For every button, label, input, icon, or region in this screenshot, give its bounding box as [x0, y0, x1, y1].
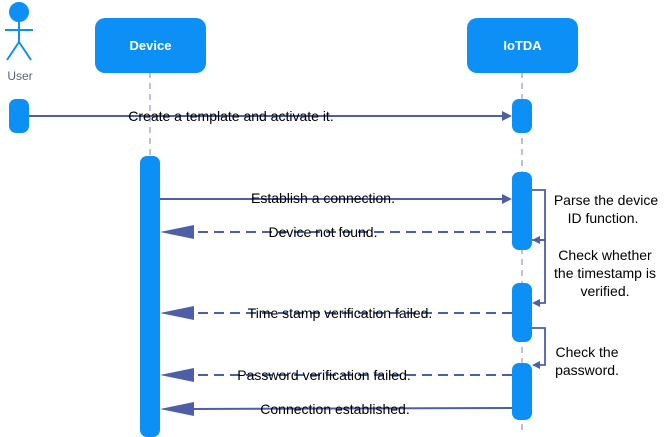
- device-actor-label: Device: [130, 38, 172, 53]
- message-label-establish-connection: Establish a connection.: [251, 190, 395, 206]
- self-check-loop-3: [532, 327, 546, 366]
- iotda-activation-bar-3: [512, 283, 532, 342]
- arrowhead-left-icon: [532, 299, 540, 307]
- user-activation-bar: [9, 99, 29, 133]
- device-actor-box: [95, 18, 206, 73]
- message-label-timestamp-failed: Time stamp verification failed.: [248, 305, 433, 321]
- message-label-device-not-found: Device not found.: [269, 224, 378, 240]
- self-check-note-2-line-3: verified.: [580, 283, 629, 299]
- self-check-loop-2: [532, 239, 546, 304]
- self-check-note-3-line-1: Check the: [555, 344, 618, 360]
- iotda-activation-bar-4: [512, 363, 532, 420]
- message-arrow-connection-established: [191, 407, 513, 410]
- iotda-actor-box: [467, 18, 578, 73]
- arrowhead-left-icon: [160, 225, 194, 239]
- self-check-note-2-line-2: the timestamp is: [554, 265, 656, 281]
- iotda-actor-label: IoTDA: [503, 38, 542, 53]
- message-label-create-template: Create a template and activate it.: [128, 108, 333, 124]
- message-label-connection-established: Connection established.: [260, 401, 409, 417]
- self-check-note-2-line-1: Check whether: [558, 247, 652, 263]
- user-actor-icon: [5, 2, 33, 61]
- self-check-loop-1: [532, 189, 546, 241]
- message-label-password-failed: Password verification failed.: [237, 367, 411, 383]
- arrowhead-right-icon: [502, 111, 512, 121]
- self-check-note-1-line-2: ID function.: [568, 210, 639, 226]
- arrowhead-right-icon: [502, 194, 512, 204]
- arrowhead-left-icon: [160, 368, 194, 382]
- arrowhead-left-icon: [532, 361, 540, 369]
- arrowhead-left-icon: [160, 306, 194, 320]
- arrowhead-left-icon: [160, 402, 194, 416]
- user-actor-label: User: [7, 69, 32, 83]
- self-check-note-3-line-2: password.: [555, 362, 619, 378]
- device-activation-bar: [140, 156, 160, 437]
- iotda-activation-bar-2: [512, 172, 532, 250]
- iotda-activation-bar-1: [512, 99, 532, 133]
- self-check-note-1-line-1: Parse the device: [554, 192, 658, 208]
